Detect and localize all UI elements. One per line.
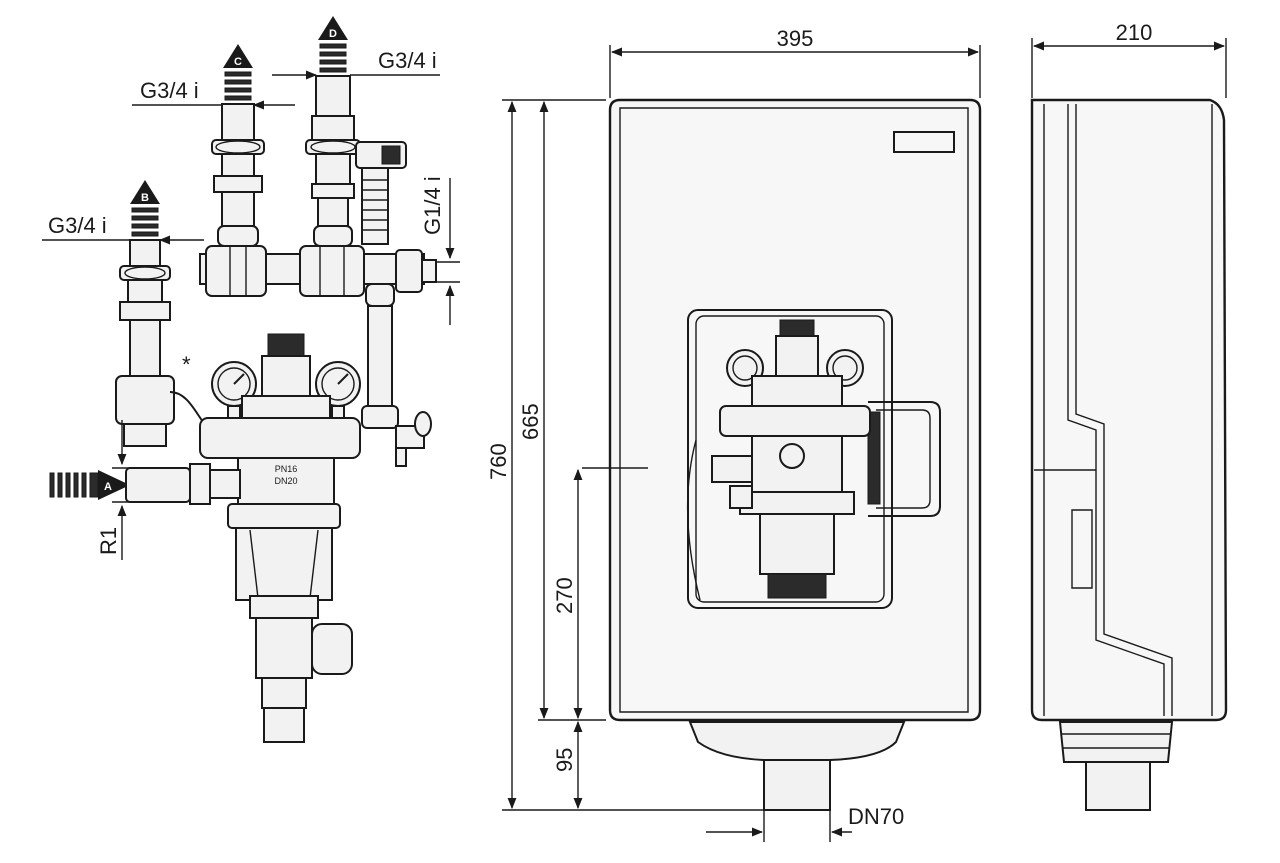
outlet-b-label: B [141, 192, 149, 204]
safety-valve [355, 141, 407, 245]
total-height-value: 760 [486, 443, 511, 480]
outlet-b-arrow-icon [130, 180, 160, 204]
outlet-c-arrow-icon [223, 44, 253, 68]
depth-value: 210 [1116, 20, 1153, 45]
inlet-a-label: A [104, 481, 112, 493]
pressure-reducer: PN16 DN20 [199, 333, 361, 743]
label-window [893, 131, 955, 153]
side-view: 210 [1030, 20, 1228, 811]
drain-extension-dimension: 95 [552, 720, 583, 810]
thread-inlet-label: R1 [96, 527, 121, 555]
nominal-size-label: DN20 [274, 476, 297, 486]
drain-extension-value: 95 [552, 748, 577, 772]
thread-side-dimension: G1/4 i [420, 176, 460, 325]
window-handle[interactable] [868, 401, 941, 517]
outlet-c-label: C [234, 56, 242, 68]
depth-dimension: 210 [1031, 20, 1227, 98]
inlet-a: A [49, 463, 241, 505]
manifold [199, 245, 437, 297]
thread-d-dimension: G3/4 i [272, 48, 440, 80]
width-value: 395 [777, 26, 814, 51]
thread-b-label: G3/4 i [48, 213, 107, 238]
drain-pipe [763, 759, 831, 811]
inlet-a-arrow-icon [98, 470, 130, 500]
drain-cup [688, 721, 906, 811]
piping-assembly: D G3/4 i [42, 16, 460, 743]
side-latch [1071, 509, 1093, 589]
mount-height-value: 270 [552, 577, 577, 614]
drain-size-label: DN70 [848, 804, 904, 829]
drain-dimension: DN70 [706, 804, 904, 842]
thread-inlet-dimension: R1 [96, 420, 130, 560]
cover-profile [1067, 104, 1165, 716]
thread-b-dimension: G3/4 i [42, 213, 204, 245]
side-housing [1030, 98, 1228, 722]
outlet-d-label: D [329, 28, 337, 40]
footnote-mark: * [182, 352, 191, 377]
mount-height-dimension: 270 [552, 468, 583, 720]
outlet-c: C [211, 44, 265, 247]
viewing-window [686, 309, 941, 609]
riser-pipe [361, 283, 432, 467]
thread-side-label: G1/4 i [420, 176, 445, 235]
brand-logo-icon [779, 443, 805, 469]
body-height-value: 665 [518, 403, 543, 440]
outlet-d-arrow-icon [318, 16, 348, 40]
side-drain [1058, 721, 1174, 811]
thread-c-dimension: G3/4 i [132, 78, 295, 110]
body-height-dimension: 665 [518, 100, 606, 721]
pressure-rating-label: PN16 [275, 464, 298, 474]
thread-c-label: G3/4 i [140, 78, 199, 103]
thread-d-label: G3/4 i [378, 48, 437, 73]
width-dimension: 395 [609, 26, 981, 98]
total-height-dimension: 760 [486, 99, 764, 811]
housing-inner-edge [619, 107, 969, 713]
front-view: 395 [486, 26, 982, 842]
outlet-b: B [115, 180, 211, 447]
outlet-d: D [305, 16, 361, 247]
